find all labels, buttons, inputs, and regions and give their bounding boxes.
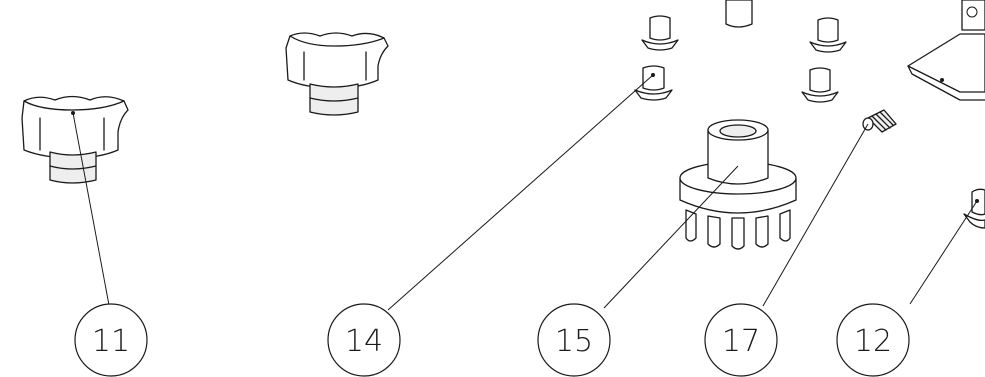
callout-label: 12: [854, 324, 892, 359]
callout-14: 14: [327, 303, 401, 377]
mounting-plate: [907, 0, 985, 101]
bushing-top-left: [641, 15, 679, 51]
leader-line-11: [72, 112, 110, 306]
bushing-mid-left: [634, 65, 673, 101]
callout-label: 15: [555, 324, 593, 359]
star-knob-upper: [285, 32, 389, 116]
callout-12: 12: [836, 303, 910, 377]
bushing-top-right: [809, 17, 847, 53]
spindle-hub-part-15: [679, 119, 797, 250]
leader-line-15: [603, 165, 739, 309]
bushing-part-12: [963, 188, 985, 229]
callout-11: 11: [74, 303, 148, 377]
leader-line-14: [387, 74, 654, 311]
leader-line-17: [762, 123, 869, 307]
threaded-screw-part-17: [862, 109, 897, 133]
callout-label: 14: [345, 324, 383, 359]
bushing-mid-right: [801, 67, 839, 103]
callout-label: 17: [722, 324, 760, 359]
leader-line-12: [909, 200, 978, 305]
leader-lines: [72, 74, 978, 311]
callout-17: 17: [704, 303, 778, 377]
shaft-top: [725, 0, 753, 28]
callout-15: 15: [537, 303, 611, 377]
callout-label: 11: [92, 324, 130, 359]
star-knob-part-11: [21, 95, 129, 184]
